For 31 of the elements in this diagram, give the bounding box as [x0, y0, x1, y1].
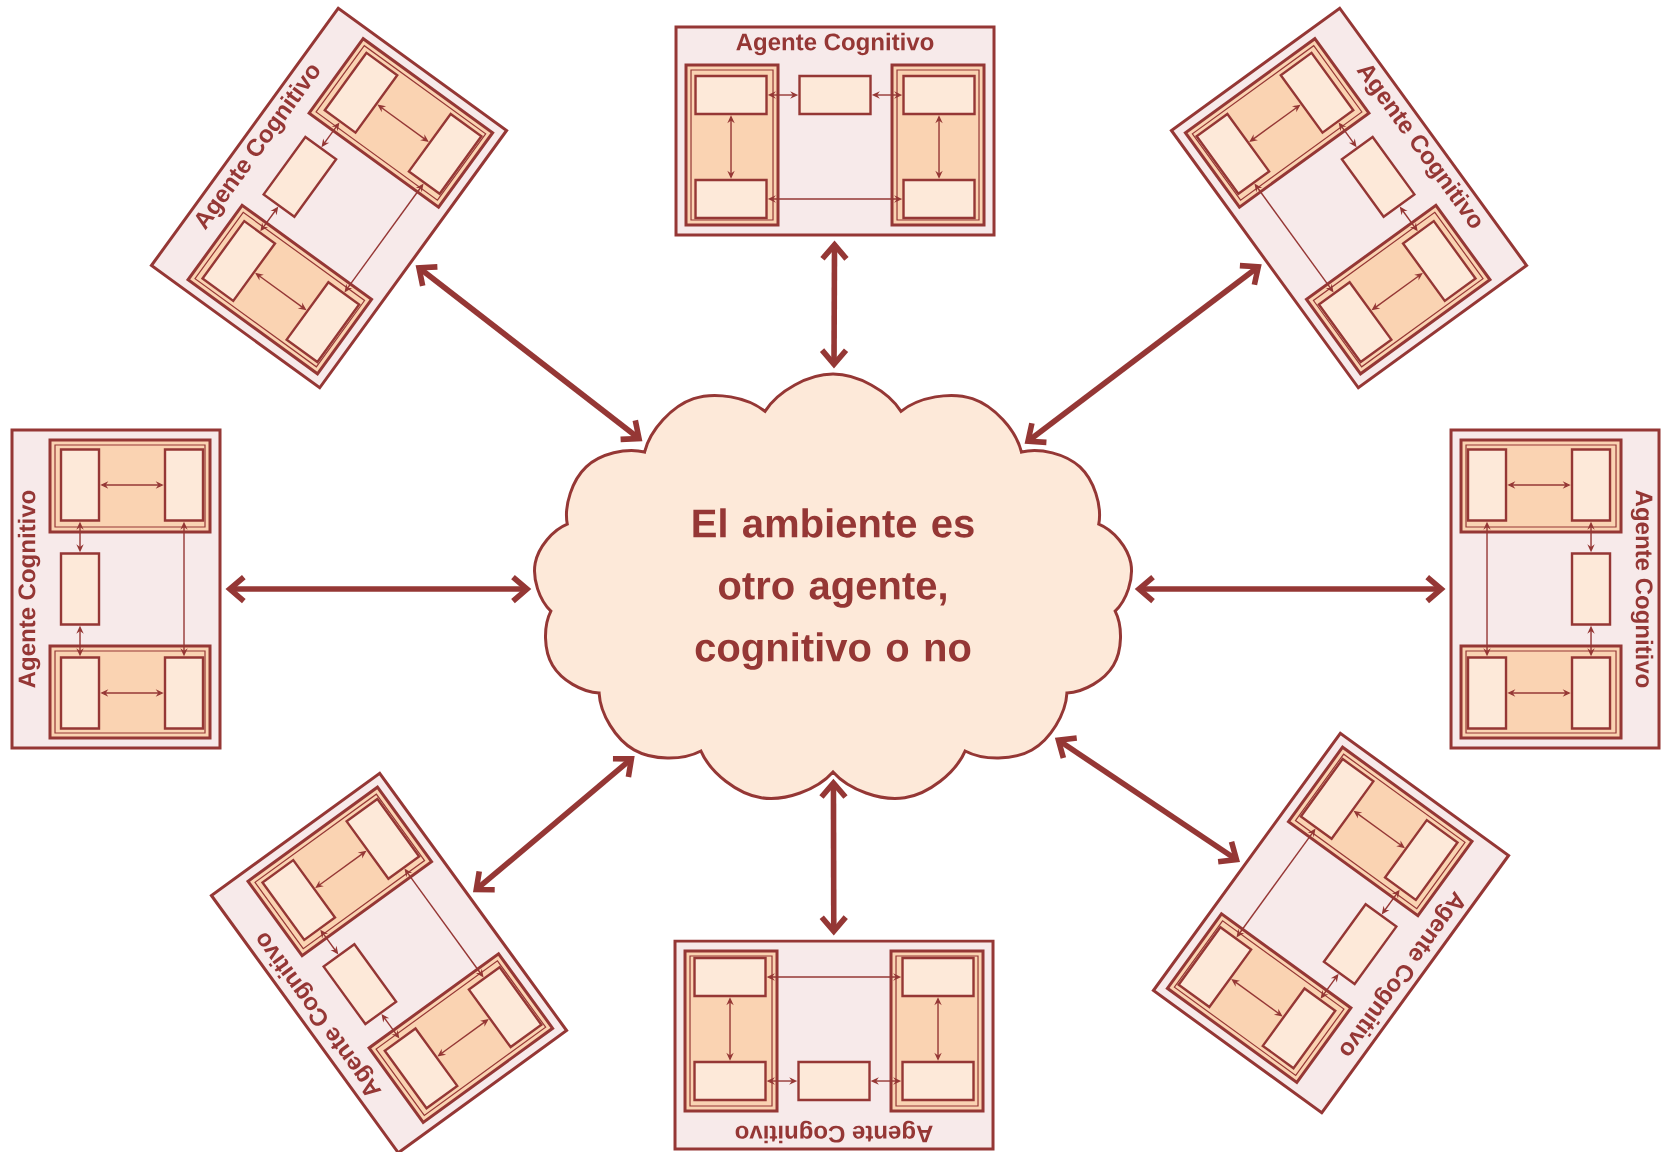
- arrow: [819, 240, 849, 369]
- component-box: [1570, 656, 1612, 730]
- arrow: [1024, 262, 1262, 446]
- arrow: [1249, 104, 1301, 142]
- component-box: [1570, 448, 1612, 522]
- component-box: [163, 448, 205, 522]
- component-box: [694, 74, 768, 116]
- arrow: [415, 264, 643, 443]
- component-box: [901, 956, 975, 998]
- component-box: [1466, 448, 1508, 522]
- component-box: [902, 178, 976, 220]
- component-box: [1261, 986, 1337, 1070]
- arrow: [1054, 735, 1241, 865]
- arrow: [225, 574, 532, 604]
- component-box: [59, 448, 101, 522]
- arrow: [473, 755, 635, 893]
- component-box: [693, 1060, 767, 1102]
- component-box: [323, 51, 399, 135]
- component-box: [163, 656, 205, 730]
- component-box: [694, 178, 768, 220]
- component-box: [693, 956, 767, 998]
- component-box: [59, 656, 101, 730]
- component-box: [901, 1060, 975, 1102]
- component-box: [902, 74, 976, 116]
- component-box: [797, 1060, 871, 1102]
- arrow: [819, 778, 848, 936]
- component-box: [59, 552, 101, 626]
- arrow: [1134, 574, 1446, 604]
- component-box: [1570, 552, 1612, 626]
- component-box: [798, 74, 872, 116]
- component-box: [1466, 656, 1508, 730]
